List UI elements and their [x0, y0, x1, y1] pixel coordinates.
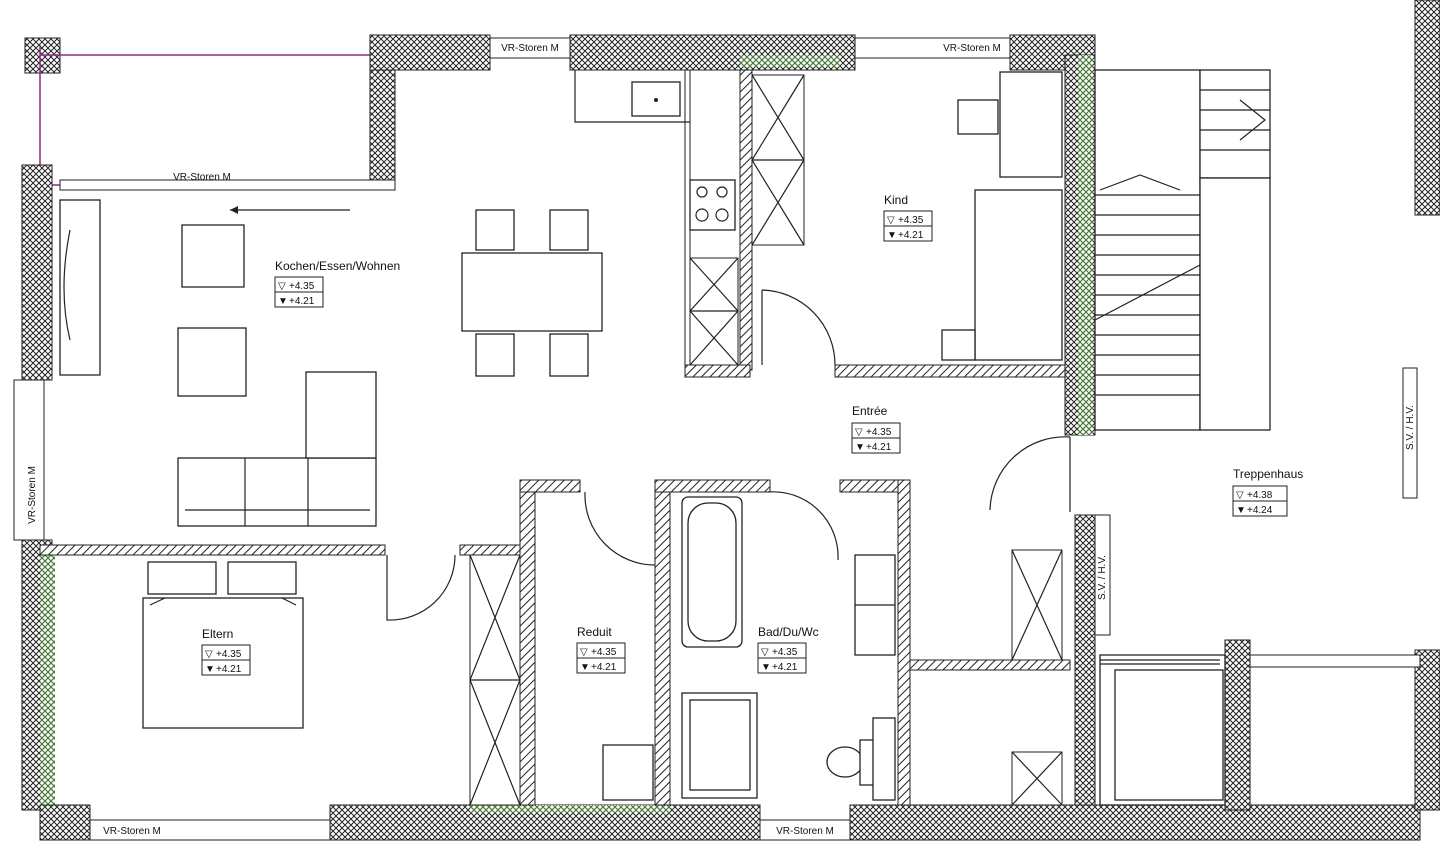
kitchen: [574, 70, 805, 366]
svg-text:▽: ▽: [887, 215, 895, 226]
svg-text:+4.21: +4.21: [289, 296, 315, 307]
cooktop-icon: [689, 179, 736, 231]
svg-text:▼: ▼: [205, 664, 215, 675]
window-label: VR-Storen M: [173, 172, 231, 183]
svg-text:▽: ▽: [205, 649, 213, 660]
room-reduit: Reduit ▽+4.35 ▼+4.21: [576, 625, 626, 674]
svg-text:+4.38: +4.38: [1247, 490, 1273, 501]
svg-text:+4.24: +4.24: [1247, 505, 1273, 516]
svg-text:+4.21: +4.21: [216, 664, 242, 675]
svg-text:▼: ▼: [855, 442, 865, 453]
balcony: [24, 37, 390, 186]
window-label: VR-Storen M: [103, 826, 161, 837]
window-label: VR-Storen M: [501, 43, 559, 54]
svg-text:▼: ▼: [1236, 505, 1246, 516]
svg-text:+4.21: +4.21: [772, 662, 798, 673]
desk: [999, 71, 1063, 178]
svg-text:▼: ▼: [580, 662, 590, 673]
shaft-label: S.V. / H.V.: [1097, 555, 1108, 600]
svg-text:▽: ▽: [1236, 490, 1244, 501]
svg-text:+4.35: +4.35: [216, 649, 242, 660]
svg-text:+4.21: +4.21: [898, 230, 924, 241]
armchair: [181, 224, 245, 288]
svg-text:▽: ▽: [761, 647, 769, 658]
room-bad-du-wc: Bad/Du/Wc ▽+4.35 ▼+4.21: [757, 625, 819, 674]
svg-text:+4.35: +4.35: [289, 281, 315, 292]
room-labels: Kochen/Essen/Wohnen ▽+4.35 ▼+4.21 Kind ▽…: [201, 193, 1303, 676]
window-label: VR-Storen M: [27, 466, 38, 524]
svg-text:▼: ▼: [761, 662, 771, 673]
elevator: [1099, 654, 1226, 806]
walls: [21, 0, 1440, 841]
svg-text:Kochen/Essen/Wohnen: Kochen/Essen/Wohnen: [275, 259, 400, 273]
room-kochen-essen-wohnen: Kochen/Essen/Wohnen ▽+4.35 ▼+4.21: [274, 259, 400, 308]
svg-text:▼: ▼: [278, 296, 288, 307]
windows: VR-Storen M VR-Storen M VR-Storen M VR-S…: [13, 37, 1011, 841]
svg-text:Treppenhaus: Treppenhaus: [1233, 467, 1303, 481]
svg-text:▽: ▽: [580, 647, 588, 658]
living-furniture: [59, 199, 603, 527]
window-label: VR-Storen M: [776, 826, 834, 837]
chair: [957, 99, 999, 135]
svg-text:Entrée: Entrée: [852, 404, 888, 418]
svg-text:▽: ▽: [855, 427, 863, 438]
svg-text:Eltern: Eltern: [202, 627, 233, 641]
sofa: [177, 457, 377, 527]
shafts: S.V. / H.V. S.V. / H.V.: [1094, 367, 1418, 636]
sink-icon: [631, 81, 681, 117]
room-entree: Entrée ▽+4.35 ▼+4.21: [851, 404, 901, 454]
room-kind: Kind ▽+4.35 ▼+4.21: [883, 193, 933, 242]
toilet: [826, 746, 864, 778]
svg-text:▼: ▼: [887, 230, 897, 241]
svg-text:+4.21: +4.21: [591, 662, 617, 673]
svg-text:Bad/Du/Wc: Bad/Du/Wc: [758, 625, 819, 639]
room-eltern: Eltern ▽+4.35 ▼+4.21: [201, 627, 251, 676]
doors: [386, 289, 1071, 806]
dining-table: [461, 252, 603, 332]
svg-text:+4.35: +4.35: [591, 647, 617, 658]
tv-unit: [59, 199, 101, 376]
kind-furniture: [941, 71, 1063, 361]
svg-text:▽: ▽: [278, 281, 286, 292]
bathroom: [602, 496, 896, 801]
reduit-appliance: [602, 744, 654, 801]
coffee-table: [177, 327, 247, 397]
svg-text:Kind: Kind: [884, 193, 908, 207]
svg-text:+4.35: +4.35: [866, 427, 892, 438]
svg-text:+4.21: +4.21: [866, 442, 892, 453]
shaft-label: S.V. / H.V.: [1405, 405, 1416, 450]
bed: [974, 189, 1063, 361]
staircase: [1094, 69, 1271, 431]
window-label: VR-Storen M: [943, 43, 1001, 54]
svg-text:+4.35: +4.35: [898, 215, 924, 226]
room-treppenhaus: Treppenhaus ▽+4.38 ▼+4.24: [1232, 467, 1303, 517]
svg-text:Reduit: Reduit: [577, 625, 612, 639]
svg-text:+4.35: +4.35: [772, 647, 798, 658]
